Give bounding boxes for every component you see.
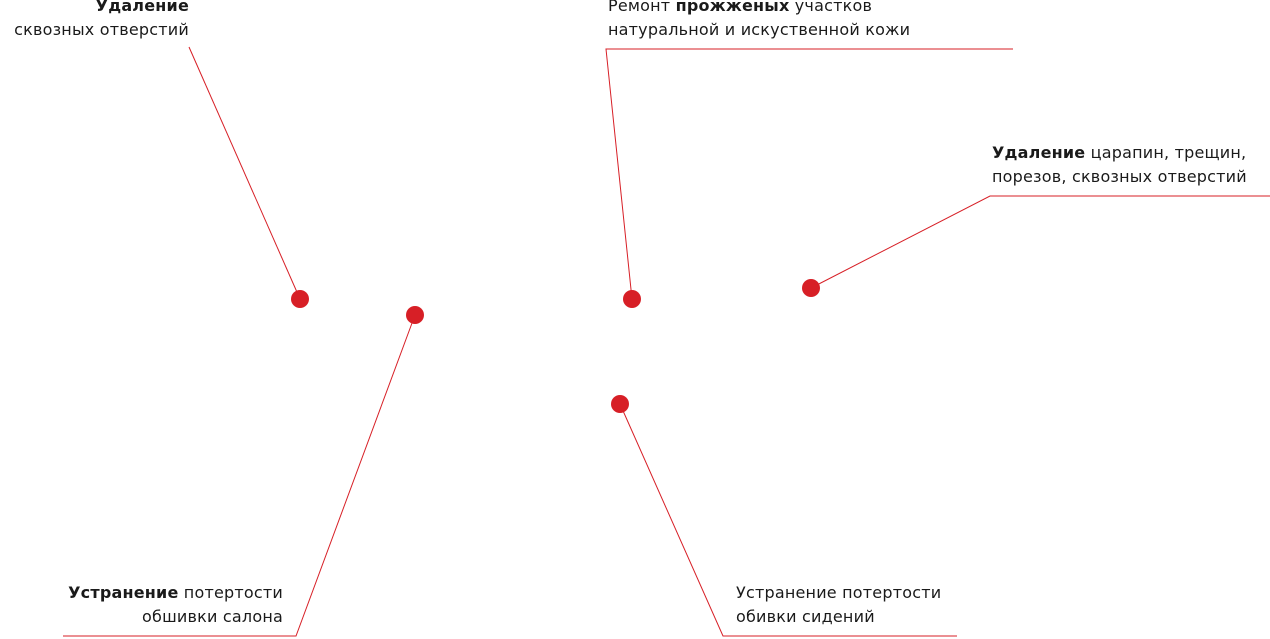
leader-line-seats: [619, 403, 957, 637]
callout-scratches-line2: порезов, сквозных отверстий: [992, 167, 1247, 186]
marker-dot-scratches: [802, 279, 820, 297]
leader-line-scratches: [810, 195, 1270, 289]
marker-dot-seats: [611, 395, 629, 413]
leader-line-holes: [188, 46, 301, 300]
callout-burns-line2: натуральной и искуственной кожи: [608, 20, 911, 39]
callout-holes: Удаление сквозных отверстий: [14, 0, 189, 42]
callout-scratches-line1: Удаление царапин, трещин,: [992, 143, 1247, 162]
leader-line-burns: [605, 48, 1013, 300]
marker-dot-burns: [623, 290, 641, 308]
callout-holes-line2: сквозных отверстий: [14, 20, 189, 39]
callout-upholstery: Устранение потертости обшивки салона: [68, 581, 283, 629]
callout-upholstery-line1: Устранение потертости: [68, 583, 283, 602]
callout-seats-line2: обивки сидений: [736, 607, 875, 626]
callout-upholstery-line2: обшивки салона: [142, 607, 283, 626]
callout-burns: Ремонт прожженых участков натуральной и …: [608, 0, 910, 42]
callout-burns-line1: Ремонт прожженых участков: [608, 0, 873, 15]
marker-dot-holes: [291, 290, 309, 308]
callout-seats: Устранение потертости обивки сидений: [736, 581, 941, 629]
marker-dot-upholstery: [406, 306, 424, 324]
callout-seats-line1: Устранение потертости: [736, 583, 942, 602]
leader-line-upholstery: [63, 314, 416, 637]
callout-holes-line1: Удаление: [95, 0, 189, 15]
callout-scratches: Удаление царапин, трещин, порезов, сквоз…: [992, 141, 1247, 189]
